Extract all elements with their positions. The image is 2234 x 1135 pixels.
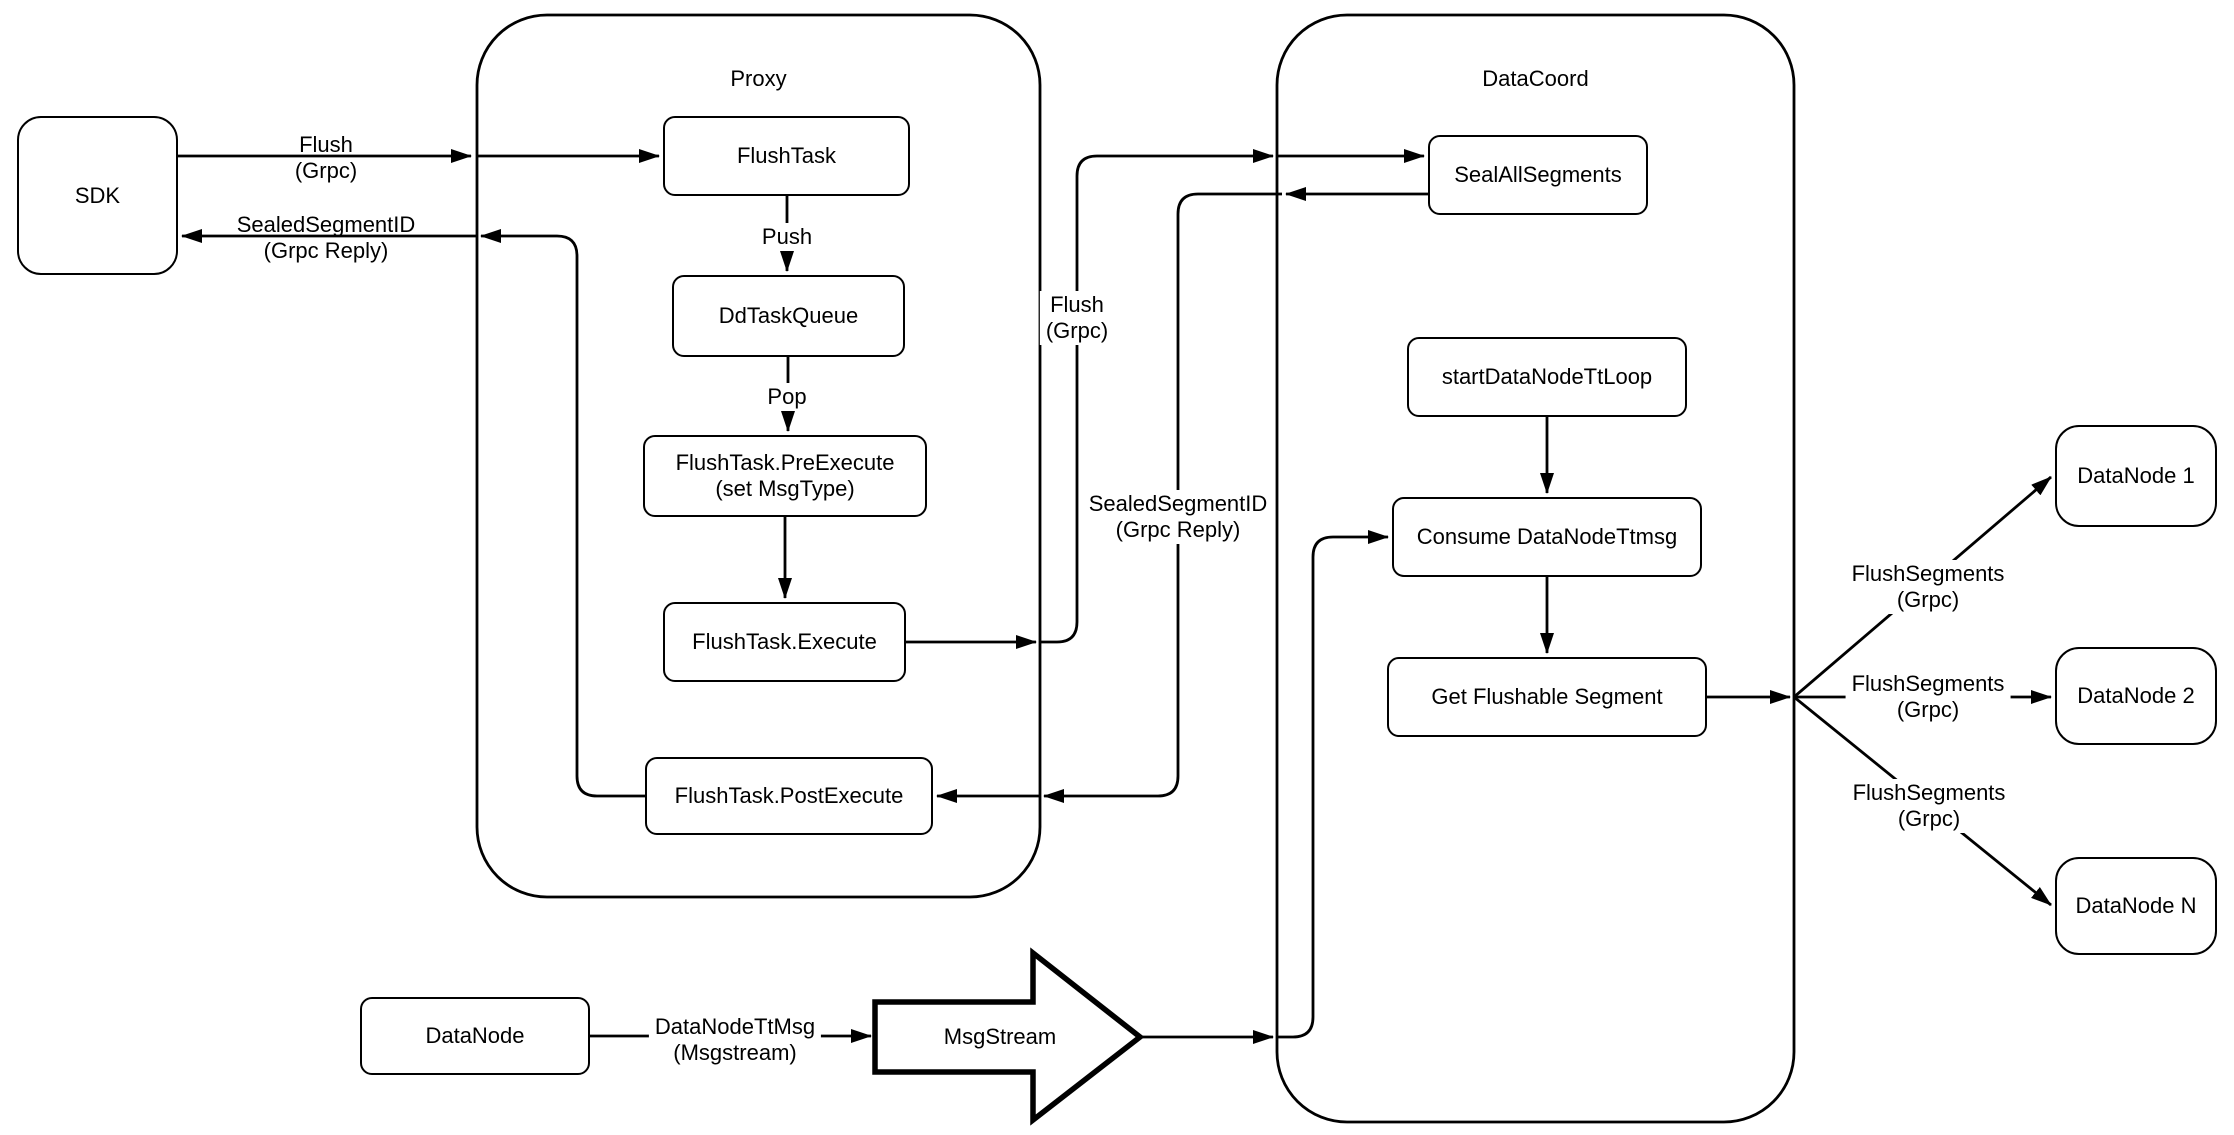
node-ddtaskqueue: DdTaskQueue xyxy=(672,275,905,357)
edge-label-flushsegments-2: FlushSegments (Grpc) xyxy=(1845,670,2011,724)
node-flushtask: FlushTask xyxy=(663,116,910,196)
node-sealallsegments-label: SealAllSegments xyxy=(1454,162,1622,187)
node-sdk: SDK xyxy=(17,116,178,275)
node-preexecute: FlushTask.PreExecute (set MsgType) xyxy=(643,435,927,517)
node-datanode-2: DataNode 2 xyxy=(2055,647,2217,745)
node-datanode-n: DataNode N xyxy=(2055,857,2217,955)
node-execute: FlushTask.Execute xyxy=(663,602,906,682)
node-datanode-n-label: DataNode N xyxy=(2075,893,2197,918)
proxy-container-title: Proxy xyxy=(730,66,787,91)
edge-label-sealedsegmentid-left: SealedSegmentID (Grpc Reply) xyxy=(236,212,416,263)
node-sdk-label: SDK xyxy=(74,182,121,208)
edge-label-pop: Pop xyxy=(761,383,813,411)
node-postexecute-label: FlushTask.PostExecute xyxy=(674,783,904,808)
edge-proxy-to-datacoord-flush xyxy=(1040,149,1274,644)
node-postexecute: FlushTask.PostExecute xyxy=(645,757,933,835)
datacoord-container-title: DataCoord xyxy=(1482,66,1589,91)
node-preexecute-label-line1: FlushTask.PreExecute xyxy=(675,450,895,475)
edge-label-datanodettmsg: DataNodeTtMsg (Msgstream) xyxy=(648,1013,822,1067)
proxy-container xyxy=(475,13,1042,899)
node-sealallsegments: SealAllSegments xyxy=(1428,135,1648,215)
edge-label-flush-grpc-mid: Flush (Grpc) xyxy=(1039,291,1115,345)
msgstream-arrow-shape xyxy=(872,947,1145,1126)
node-flushtask-label: FlushTask xyxy=(736,143,837,168)
msgstream-label: MsgStream xyxy=(943,1024,1057,1049)
node-getflushablesegment-label: Get Flushable Segment xyxy=(1431,684,1663,709)
node-datanode-bottom: DataNode xyxy=(360,997,590,1075)
edge-datacoord-to-consume xyxy=(1277,530,1389,1039)
edge-label-flushsegments-1: FlushSegments (Grpc) xyxy=(1845,560,2011,614)
node-datanode-1: DataNode 1 xyxy=(2055,425,2217,527)
node-consumedatanodettmsg-label: Consume DataNodeTtmsg xyxy=(1416,524,1678,549)
edge-label-flushsegments-3: FlushSegments (Grpc) xyxy=(1846,779,2012,833)
node-getflushablesegment: Get Flushable Segment xyxy=(1387,657,1707,737)
datacoord-container xyxy=(1275,13,1796,1124)
node-startdatanodettloop: startDataNodeTtLoop xyxy=(1407,337,1687,417)
node-execute-label: FlushTask.Execute xyxy=(692,629,877,654)
edge-postexecute-to-proxy-edge xyxy=(480,229,645,798)
edge-label-push: Push xyxy=(755,223,819,251)
node-consumedatanodettmsg: Consume DataNodeTtmsg xyxy=(1392,497,1702,577)
node-datanode-bottom-label: DataNode xyxy=(425,1023,525,1048)
node-datanode-2-label: DataNode 2 xyxy=(2077,683,2195,708)
edge-label-sealedsegmentid-mid: SealedSegmentID (Grpc Reply) xyxy=(1082,490,1274,544)
node-preexecute-label-line2: (set MsgType) xyxy=(715,476,855,501)
edge-label-flush-grpc-left: Flush (Grpc) xyxy=(294,132,358,183)
node-startdatanodettloop-label: startDataNodeTtLoop xyxy=(1441,364,1653,389)
node-ddtaskqueue-label: DdTaskQueue xyxy=(718,303,859,328)
node-datanode-1-label: DataNode 1 xyxy=(2077,463,2195,488)
